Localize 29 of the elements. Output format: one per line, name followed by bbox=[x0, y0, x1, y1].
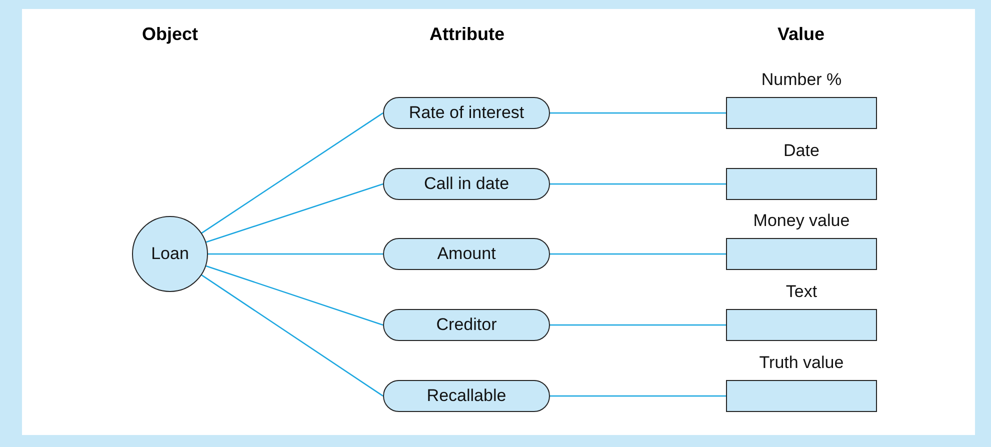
attribute-pill bbox=[383, 309, 550, 341]
node-label: Amount bbox=[437, 244, 496, 264]
connector-line bbox=[550, 112, 726, 114]
connector-line bbox=[550, 253, 726, 255]
node-label: Rate of interest bbox=[408, 103, 524, 123]
connector-line bbox=[550, 324, 726, 326]
connector-line bbox=[206, 183, 384, 243]
node-label: Creditor bbox=[436, 315, 497, 335]
connector-line bbox=[550, 395, 726, 397]
connector-line bbox=[201, 274, 384, 397]
connector-line bbox=[206, 265, 384, 326]
value-type-label: Truth value bbox=[758, 353, 845, 373]
value-type-label: Text bbox=[784, 282, 818, 302]
value-type-label: Date bbox=[782, 141, 820, 161]
column-heading: Value bbox=[777, 24, 825, 45]
node-label: Call in date bbox=[424, 174, 510, 194]
connector-line bbox=[208, 253, 383, 255]
attribute-pill bbox=[383, 380, 550, 412]
value-type-label: Money value bbox=[752, 211, 851, 231]
node-label: Recallable bbox=[426, 386, 506, 406]
column-heading: Attribute bbox=[430, 24, 504, 45]
column-heading: Object bbox=[142, 24, 198, 45]
connector-line bbox=[201, 112, 384, 234]
connector-line bbox=[550, 183, 726, 185]
attribute-pill bbox=[383, 238, 550, 270]
node-label: Loan bbox=[151, 244, 189, 264]
attribute-pill bbox=[383, 168, 550, 200]
value-type-label: Number % bbox=[760, 70, 843, 90]
attribute-pill bbox=[383, 97, 550, 129]
